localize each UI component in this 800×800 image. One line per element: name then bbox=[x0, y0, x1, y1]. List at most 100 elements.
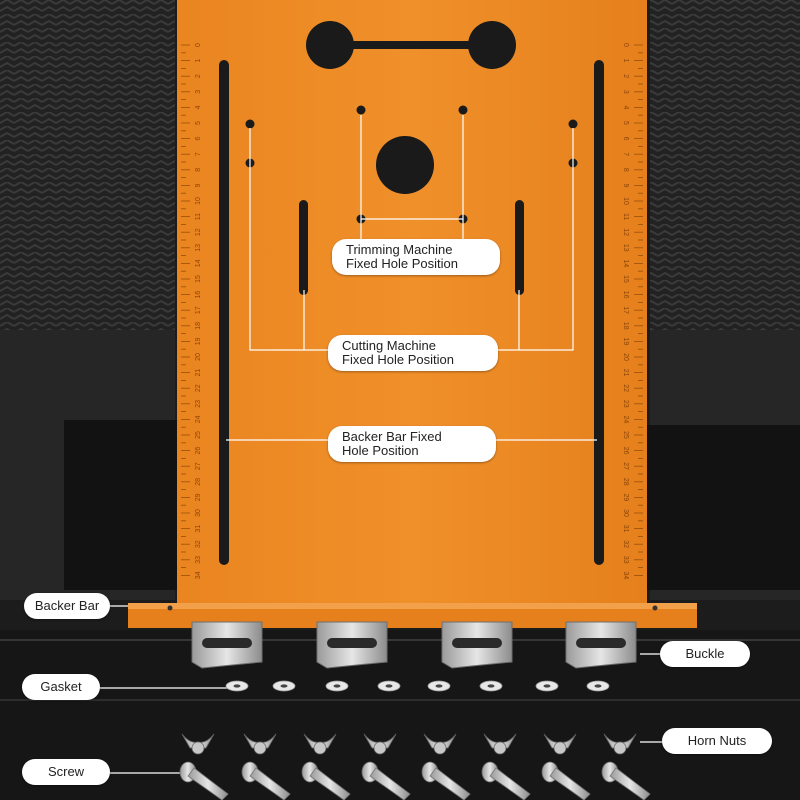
ruler-left-label: 33 bbox=[195, 556, 202, 564]
callout-buckle: Buckle bbox=[660, 641, 750, 667]
ruler-right-label: 21 bbox=[622, 369, 629, 377]
gaskets bbox=[225, 680, 610, 692]
ruler-right-label: 31 bbox=[622, 525, 629, 533]
ruler-right-label: 24 bbox=[622, 416, 629, 424]
ruler-left-label: 20 bbox=[195, 353, 202, 361]
ruler-right-label: 12 bbox=[622, 228, 629, 236]
callout-backer-bar-hole-line2: Hole Position bbox=[342, 443, 419, 458]
cutting-slot-right bbox=[515, 200, 524, 295]
ruler-right-label: 19 bbox=[622, 338, 629, 346]
horn-nut bbox=[181, 733, 215, 755]
callout-cutting-line2: Fixed Hole Position bbox=[342, 352, 454, 367]
callout-trimming: Trimming Machine Fixed Hole Position bbox=[332, 239, 500, 275]
gasket bbox=[427, 680, 451, 692]
ruler-left-label: 1 bbox=[195, 59, 202, 63]
horn-nut bbox=[603, 733, 637, 755]
ruler-right-label: 29 bbox=[622, 494, 629, 502]
ruler-left-label: 12 bbox=[195, 228, 202, 236]
ruler-left-label: 34 bbox=[195, 571, 202, 579]
buckle bbox=[441, 621, 513, 669]
horn-nut bbox=[363, 733, 397, 755]
ruler-right-label: 15 bbox=[622, 275, 629, 283]
ruler-ticks bbox=[181, 44, 643, 576]
cutting-slot-left bbox=[299, 200, 308, 295]
ruler-left-scale: 0123456789101112131415161718192021222324… bbox=[195, 43, 202, 579]
ruler-left-label: 3 bbox=[195, 90, 202, 94]
ruler-right-label: 26 bbox=[622, 447, 629, 455]
gasket bbox=[325, 680, 349, 692]
ruler-left-label: 13 bbox=[195, 244, 202, 252]
horn-nut bbox=[483, 733, 517, 755]
buckles bbox=[191, 621, 637, 669]
gasket bbox=[479, 680, 503, 692]
callout-cutting-line1: Cutting Machine bbox=[342, 338, 436, 353]
screws bbox=[179, 733, 651, 800]
callout-cutting: Cutting Machine Fixed Hole Position bbox=[328, 335, 498, 371]
ruler-left-label: 4 bbox=[195, 105, 202, 109]
callout-screw: Screw bbox=[22, 759, 110, 785]
ruler-left-label: 10 bbox=[195, 197, 202, 205]
ruler-right-label: 25 bbox=[622, 431, 629, 439]
screw bbox=[179, 761, 229, 800]
buckle bbox=[316, 621, 388, 669]
callout-backer-bar-hole: Backer Bar Fixed Hole Position bbox=[328, 426, 496, 462]
ruler-left-label: 24 bbox=[195, 415, 202, 423]
callout-backer-bar: Backer Bar bbox=[24, 593, 110, 619]
ruler-left-label: 2 bbox=[195, 74, 202, 78]
ruler-left-label: 5 bbox=[195, 121, 202, 125]
ruler-right-label: 2 bbox=[622, 74, 629, 78]
center-hole bbox=[376, 136, 434, 194]
ruler-left-label: 30 bbox=[195, 509, 202, 517]
callout-trimming-line2: Fixed Hole Position bbox=[346, 256, 458, 271]
ruler-right-label: 6 bbox=[622, 137, 629, 141]
ruler-left-label: 22 bbox=[195, 384, 202, 392]
orange-plate bbox=[177, 0, 647, 612]
long-slot-left bbox=[219, 60, 229, 565]
screw bbox=[301, 761, 351, 800]
backer-bar bbox=[128, 603, 697, 628]
long-slot-right bbox=[594, 60, 604, 565]
ruler-left-label: 11 bbox=[195, 213, 202, 220]
horn-nut bbox=[303, 733, 337, 755]
buckle bbox=[565, 621, 637, 669]
ruler-left-label: 7 bbox=[195, 152, 202, 156]
ruler-left-label: 15 bbox=[195, 275, 202, 283]
ruler-left-label: 16 bbox=[195, 291, 202, 299]
ruler-right-label: 8 bbox=[622, 168, 629, 172]
ruler-right-label: 27 bbox=[622, 462, 629, 470]
ruler-left-label: 17 bbox=[195, 306, 202, 314]
ruler-left-label: 14 bbox=[195, 259, 202, 267]
ruler-right-label: 20 bbox=[622, 353, 629, 361]
ruler-left-label: 0 bbox=[195, 43, 202, 47]
ruler-right-label: 32 bbox=[622, 540, 629, 548]
ruler-right-label: 14 bbox=[622, 260, 629, 268]
ruler-right-label: 34 bbox=[622, 572, 629, 580]
ruler-right-scale: 0123456789101112131415161718192021222324… bbox=[622, 43, 629, 579]
gasket bbox=[225, 680, 249, 692]
buckle bbox=[191, 621, 263, 669]
background-texture-right bbox=[650, 0, 800, 330]
callout-horn-nuts: Horn Nuts bbox=[662, 728, 772, 754]
workbench-block-right bbox=[645, 425, 800, 590]
screw bbox=[361, 761, 411, 800]
ruler-left-label: 31 bbox=[195, 525, 202, 533]
screw bbox=[421, 761, 471, 800]
horn-nut bbox=[423, 733, 457, 755]
screw bbox=[541, 761, 591, 800]
horn-nut bbox=[243, 733, 277, 755]
ruler-right-label: 13 bbox=[622, 244, 629, 252]
ruler-left-label: 6 bbox=[195, 137, 202, 141]
callout-gasket: Gasket bbox=[22, 674, 100, 700]
ruler-left-label: 27 bbox=[195, 462, 202, 470]
screw bbox=[241, 761, 291, 800]
ruler-right-label: 18 bbox=[622, 322, 629, 330]
ruler-right-label: 28 bbox=[622, 478, 629, 486]
ruler-left-label: 21 bbox=[195, 369, 202, 377]
ruler-right-label: 7 bbox=[622, 152, 629, 156]
gasket bbox=[272, 680, 296, 692]
horn-nut bbox=[543, 733, 577, 755]
gasket bbox=[377, 680, 401, 692]
ruler-right-label: 23 bbox=[622, 400, 629, 408]
ruler-right-label: 1 bbox=[622, 59, 629, 63]
